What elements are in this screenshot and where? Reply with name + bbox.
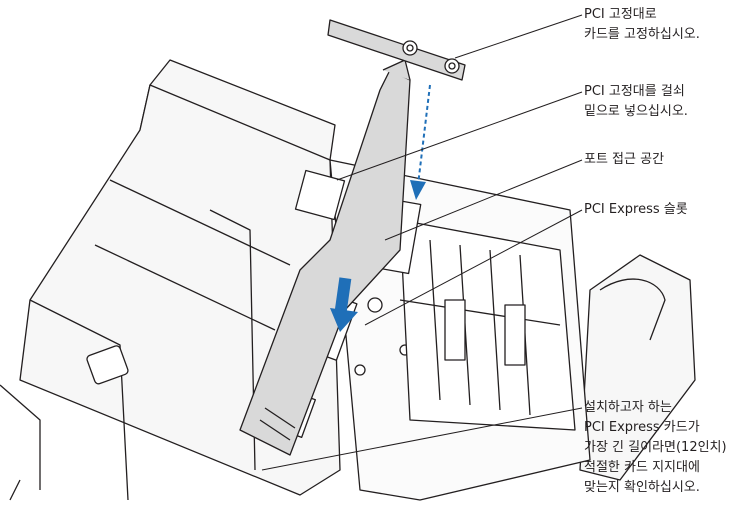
chassis-vent [86, 345, 129, 385]
card-insert-arrow [334, 277, 352, 313]
callout-long-card-line4: 적절한 카드 지지대에 [584, 460, 700, 475]
leader-pci-bracket [454, 14, 583, 59]
callout-long-card-line3: 가장 긴 길이라면(12인치) [584, 440, 727, 455]
chassis-right-handle [579, 254, 696, 481]
callout-pci-bracket: PCI 고정대로 카드를 고정하십시오. [584, 5, 700, 45]
callout-slot-line1: PCI Express 슬롯 [584, 202, 688, 217]
thumbscrew-right [444, 58, 460, 74]
callout-latch-line1: PCI 고정대를 걸쇠 [584, 84, 685, 99]
callout-long-card: 설치하고자 하는 PCI Express 카드가 가장 긴 길이라면(12인치)… [584, 398, 727, 498]
callout-slot: PCI Express 슬롯 [584, 200, 688, 220]
callout-latch: PCI 고정대를 걸쇠 밑으로 넣으십시오. [584, 82, 688, 122]
callout-long-card-line2: PCI Express 카드가 [584, 420, 700, 435]
chassis-feet [0, 384, 41, 501]
pci-express-card [239, 69, 411, 456]
leader-latch [336, 91, 583, 181]
callout-port-access-line1: 포트 접근 공간 [584, 152, 665, 167]
callout-port-access: 포트 접근 공간 [584, 150, 664, 170]
bracket-direction-arrow [417, 84, 431, 186]
callout-long-card-line1: 설치하고자 하는 [584, 400, 672, 415]
pci-bracket [327, 19, 466, 81]
callout-long-card-line5: 맞는지 확인하십시오. [584, 480, 700, 495]
leader-port-access [384, 159, 583, 241]
leader-long-card [261, 407, 583, 471]
callout-pci-bracket-line1: PCI 고정대로 [584, 7, 657, 22]
callout-pci-bracket-line2: 카드를 고정하십시오. [584, 27, 700, 42]
leader-slot [364, 209, 583, 326]
callout-latch-line2: 밑으로 넣으십시오. [584, 104, 688, 119]
thumbscrew-left [402, 40, 418, 56]
